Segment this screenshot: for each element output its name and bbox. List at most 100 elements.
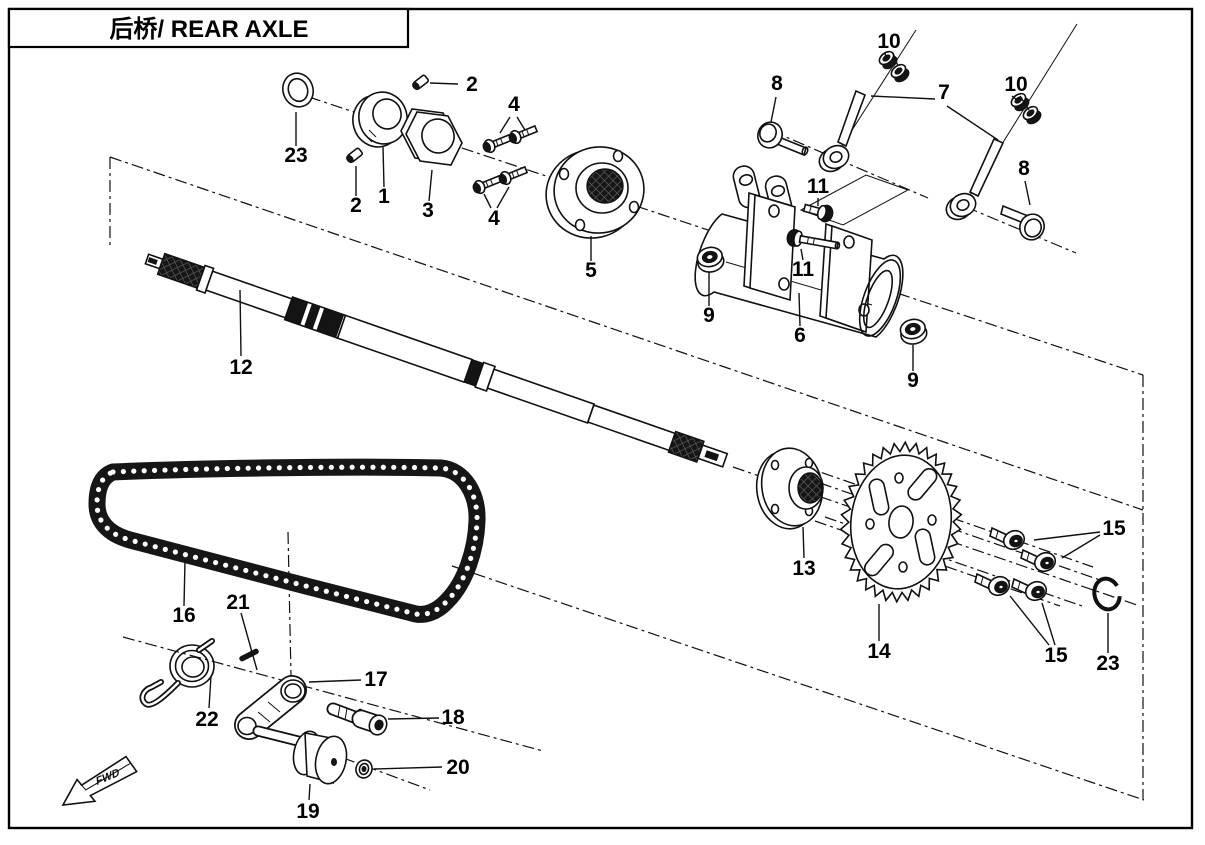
chain-roller-dot <box>364 598 370 605</box>
chain-roller-dot <box>318 464 324 470</box>
chain-roller-dot <box>192 554 199 560</box>
part-label-2: 2 <box>466 73 478 96</box>
page-title: 后桥/ REAR AXLE <box>109 16 308 43</box>
chain-roller-dot <box>414 611 420 617</box>
chain-roller-dot <box>263 573 269 579</box>
part-label-21: 21 <box>226 591 250 614</box>
bushing-10-a2 <box>890 63 910 83</box>
chain-roller-dot <box>404 609 410 615</box>
leader-line-15 <box>1033 531 1101 541</box>
chain-roller-dot <box>303 583 309 589</box>
axle-housing-6 <box>694 165 910 338</box>
chain-roller-dot <box>339 464 345 470</box>
flange-bolt-15-b <box>1020 548 1057 573</box>
part-label-18: 18 <box>441 706 465 729</box>
chain-roller-dot <box>394 606 400 612</box>
chain-roller-dot <box>243 567 249 574</box>
leader-line-6 <box>798 292 801 327</box>
part-label-6: 6 <box>794 324 806 347</box>
leader-line-13 <box>802 526 805 559</box>
chain-roller-dot <box>183 466 189 473</box>
leader-line-8 <box>1024 180 1031 206</box>
tie-rod-7-left <box>818 89 867 173</box>
part-label-8: 8 <box>771 72 783 95</box>
chain-roller-dot <box>104 525 110 531</box>
chain-roller-dot <box>95 486 102 493</box>
drive-chain-16 <box>88 458 486 623</box>
chain-roller-dot <box>235 465 241 471</box>
part-label-3: 3 <box>422 199 434 222</box>
chain-roller-dot <box>293 580 299 587</box>
chain-roller-dot <box>472 535 478 541</box>
chain-roller-dot <box>455 584 461 590</box>
leader-line-12 <box>239 289 242 357</box>
chain-roller-dot <box>193 466 199 472</box>
title-box <box>7 7 410 49</box>
cotter-pin-21 <box>239 648 259 662</box>
flange-bolt-8-left <box>757 121 809 157</box>
part-label-13: 13 <box>792 557 815 580</box>
part-label-19: 19 <box>296 800 319 823</box>
chain-roller-dot <box>359 464 366 470</box>
chain-roller-dot <box>94 497 100 503</box>
chain-roller-dot <box>411 464 418 471</box>
leader-line-7 <box>946 105 999 141</box>
leader-line-3 <box>428 169 433 202</box>
chain-roller-dot <box>131 468 137 474</box>
chain-roller-dot <box>172 467 178 473</box>
chain-roller-dot <box>370 464 376 470</box>
hex-nut-3 <box>400 108 463 166</box>
part-label-20: 20 <box>446 756 469 779</box>
housing-left-flange <box>743 191 796 302</box>
part-label-9: 9 <box>907 369 919 392</box>
part-label-17: 17 <box>364 668 387 691</box>
chain-roller-dot <box>253 570 259 576</box>
seal-ring-23-left <box>281 72 315 108</box>
chain-roller-dot <box>349 464 355 470</box>
part-label-1: 1 <box>378 185 390 208</box>
fwd-direction-arrow: FWD <box>61 755 138 807</box>
sprocket-hub-13 <box>755 447 824 530</box>
leader-line-10 <box>892 52 899 67</box>
chain-roller-dot <box>266 465 272 471</box>
leader-line-8 <box>770 96 777 123</box>
part-label-9: 9 <box>703 304 715 327</box>
chain-roller-dot <box>434 606 440 613</box>
part-label-10: 10 <box>1004 73 1027 96</box>
pivot-bolt-18 <box>326 702 388 736</box>
chain-roller-dot <box>202 557 209 563</box>
leader-line-19 <box>308 783 311 801</box>
washer-20 <box>355 759 373 779</box>
chain-roller-dot <box>333 591 340 597</box>
chain-roller-dot <box>471 494 477 500</box>
lock-collar-1 <box>352 91 408 148</box>
part-label-5: 5 <box>585 259 597 282</box>
chain-roller-dot <box>287 465 293 471</box>
part-label-10: 10 <box>877 30 900 53</box>
chain-roller-dot <box>273 575 279 581</box>
leader-line-4 <box>516 116 526 131</box>
chain-roller-dot <box>452 469 458 476</box>
leader-line-17 <box>308 679 362 683</box>
leader-line-15 <box>1061 534 1101 559</box>
chain-roller-dot <box>328 464 334 470</box>
leader-line-4 <box>483 193 492 209</box>
bolt-4-b <box>508 124 539 145</box>
chain-roller-dot <box>94 507 101 513</box>
chain-roller-dot <box>152 544 158 550</box>
chain-roller-dot <box>343 593 350 600</box>
chain-roller-dot <box>172 549 178 555</box>
pin-2-upper <box>412 74 429 91</box>
leader-line-20 <box>373 766 443 770</box>
chain-roller-dot <box>223 562 229 568</box>
chain-roller-dot <box>353 596 360 602</box>
chain-roller-dot <box>442 600 448 606</box>
chain-roller-dot <box>374 601 380 607</box>
chain-roller-dot <box>313 586 319 592</box>
chain-roller-dot <box>213 559 219 566</box>
leader-line-18 <box>387 717 440 720</box>
bushing-10-b2 <box>1022 105 1042 125</box>
leader-line-22 <box>208 675 212 709</box>
chain-roller-dot <box>470 545 476 551</box>
